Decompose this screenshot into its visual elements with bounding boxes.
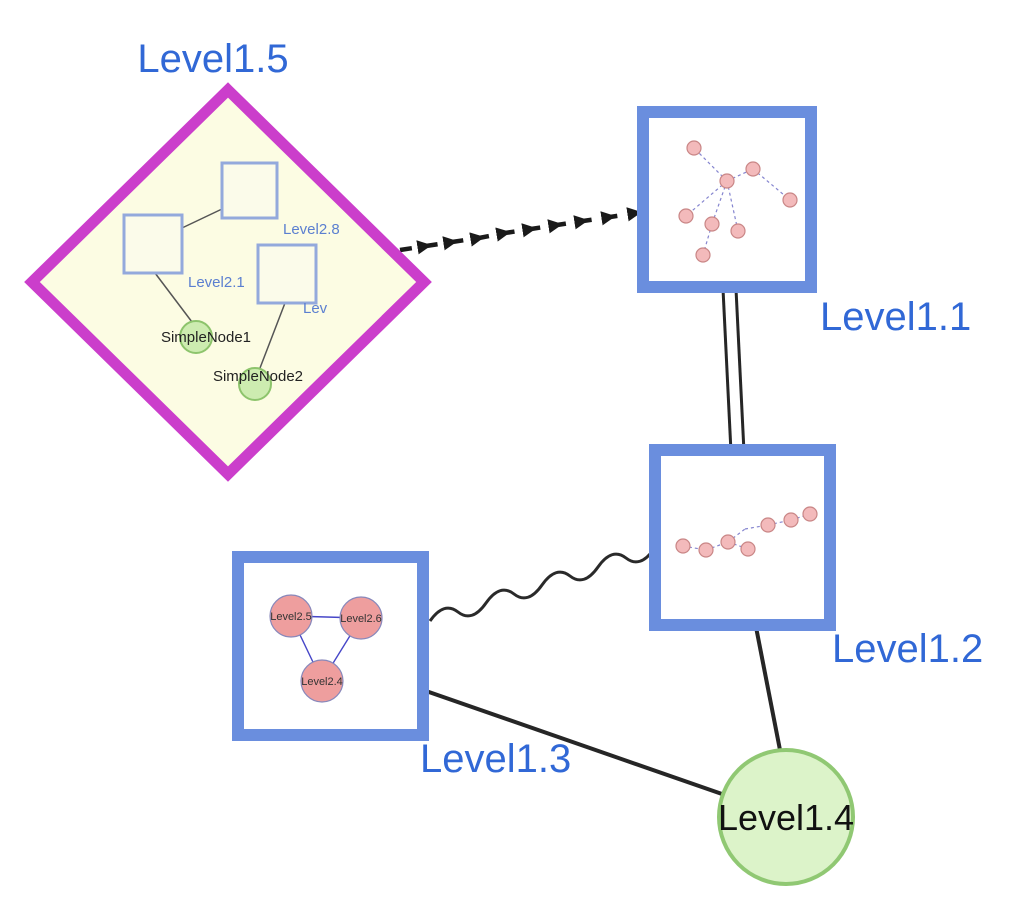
- label-level2-5: Level2.5: [270, 611, 312, 623]
- graph-node[interactable]: [730, 223, 746, 239]
- level1-2-inner-graph: [675, 506, 818, 558]
- graph-node[interactable]: [686, 140, 702, 156]
- graph-node[interactable]: [675, 538, 691, 554]
- node-level2-1-square[interactable]: [122, 213, 184, 275]
- node-simplenode1[interactable]: [179, 320, 213, 354]
- graph-node[interactable]: [719, 173, 735, 189]
- node-level1-2-box[interactable]: [649, 444, 836, 631]
- label-level1-5: Level1.5: [137, 37, 288, 81]
- label-level2-6: Level2.6: [340, 613, 382, 625]
- label-level1-4: Level1.4: [718, 797, 854, 838]
- graph-node[interactable]: [704, 216, 720, 232]
- graph-node[interactable]: [782, 192, 798, 208]
- edge-level13-level14[interactable]: [425, 689, 723, 796]
- node-level1-1-box[interactable]: [637, 106, 817, 293]
- inner-edge: [693, 147, 728, 182]
- label-level2-8: Level2.8: [283, 221, 340, 238]
- graph-node[interactable]: [695, 247, 711, 263]
- node-lev-square[interactable]: [256, 243, 318, 305]
- graph-node[interactable]: [740, 541, 756, 557]
- label-level1-1: Level1.1: [820, 295, 971, 339]
- node-level2-5[interactable]: [269, 594, 313, 638]
- node-level1-5-diamond[interactable]: [24, 82, 432, 482]
- node-simplenode2[interactable]: [238, 367, 272, 401]
- label-level1-2: Level1.2: [832, 627, 983, 671]
- edge-level13-level12-wavy[interactable]: [428, 548, 656, 622]
- label-level1-3: Level1.3: [420, 737, 571, 781]
- graph-node[interactable]: [678, 208, 694, 224]
- graph-node[interactable]: [783, 512, 799, 528]
- graph-node[interactable]: [760, 517, 776, 533]
- label-lev: Lev: [303, 300, 328, 317]
- inner-edge: [726, 168, 754, 182]
- node-level2-6[interactable]: [339, 596, 383, 640]
- level1-3-inner-graph: Level2.5 Level2.6 Level2.4: [269, 594, 383, 703]
- edge-level11-level12-line2[interactable]: [734, 288, 746, 453]
- edge-level12-level14[interactable]: [754, 626, 782, 751]
- inner-edge: [726, 180, 739, 232]
- graph-node[interactable]: [802, 506, 818, 522]
- node-level2-8-square[interactable]: [220, 161, 279, 220]
- node-level1-3-box[interactable]: [232, 551, 429, 741]
- inner-edge: [752, 168, 791, 201]
- label-simplenode1: SimpleNode1: [161, 329, 251, 346]
- label-level2-1: Level2.1: [188, 274, 245, 291]
- node-level1-4-circle[interactable]: [717, 748, 855, 886]
- label-level2-4: Level2.4: [301, 676, 343, 688]
- edge-level15-to-level11-dashed-arrow[interactable]: [399, 207, 642, 255]
- label-simplenode2: SimpleNode2: [213, 368, 303, 385]
- inner-edge: [685, 180, 728, 217]
- edge-level11-level12-line1[interactable]: [721, 288, 733, 453]
- inner-edge: [181, 208, 223, 229]
- graph-node[interactable]: [745, 161, 761, 177]
- level1-1-inner-graph: [678, 140, 798, 263]
- inner-edge: [259, 302, 286, 369]
- inner-edge: [154, 272, 193, 323]
- graph-node[interactable]: [720, 534, 736, 550]
- graph-node[interactable]: [698, 542, 714, 558]
- node-level2-4[interactable]: [300, 659, 344, 703]
